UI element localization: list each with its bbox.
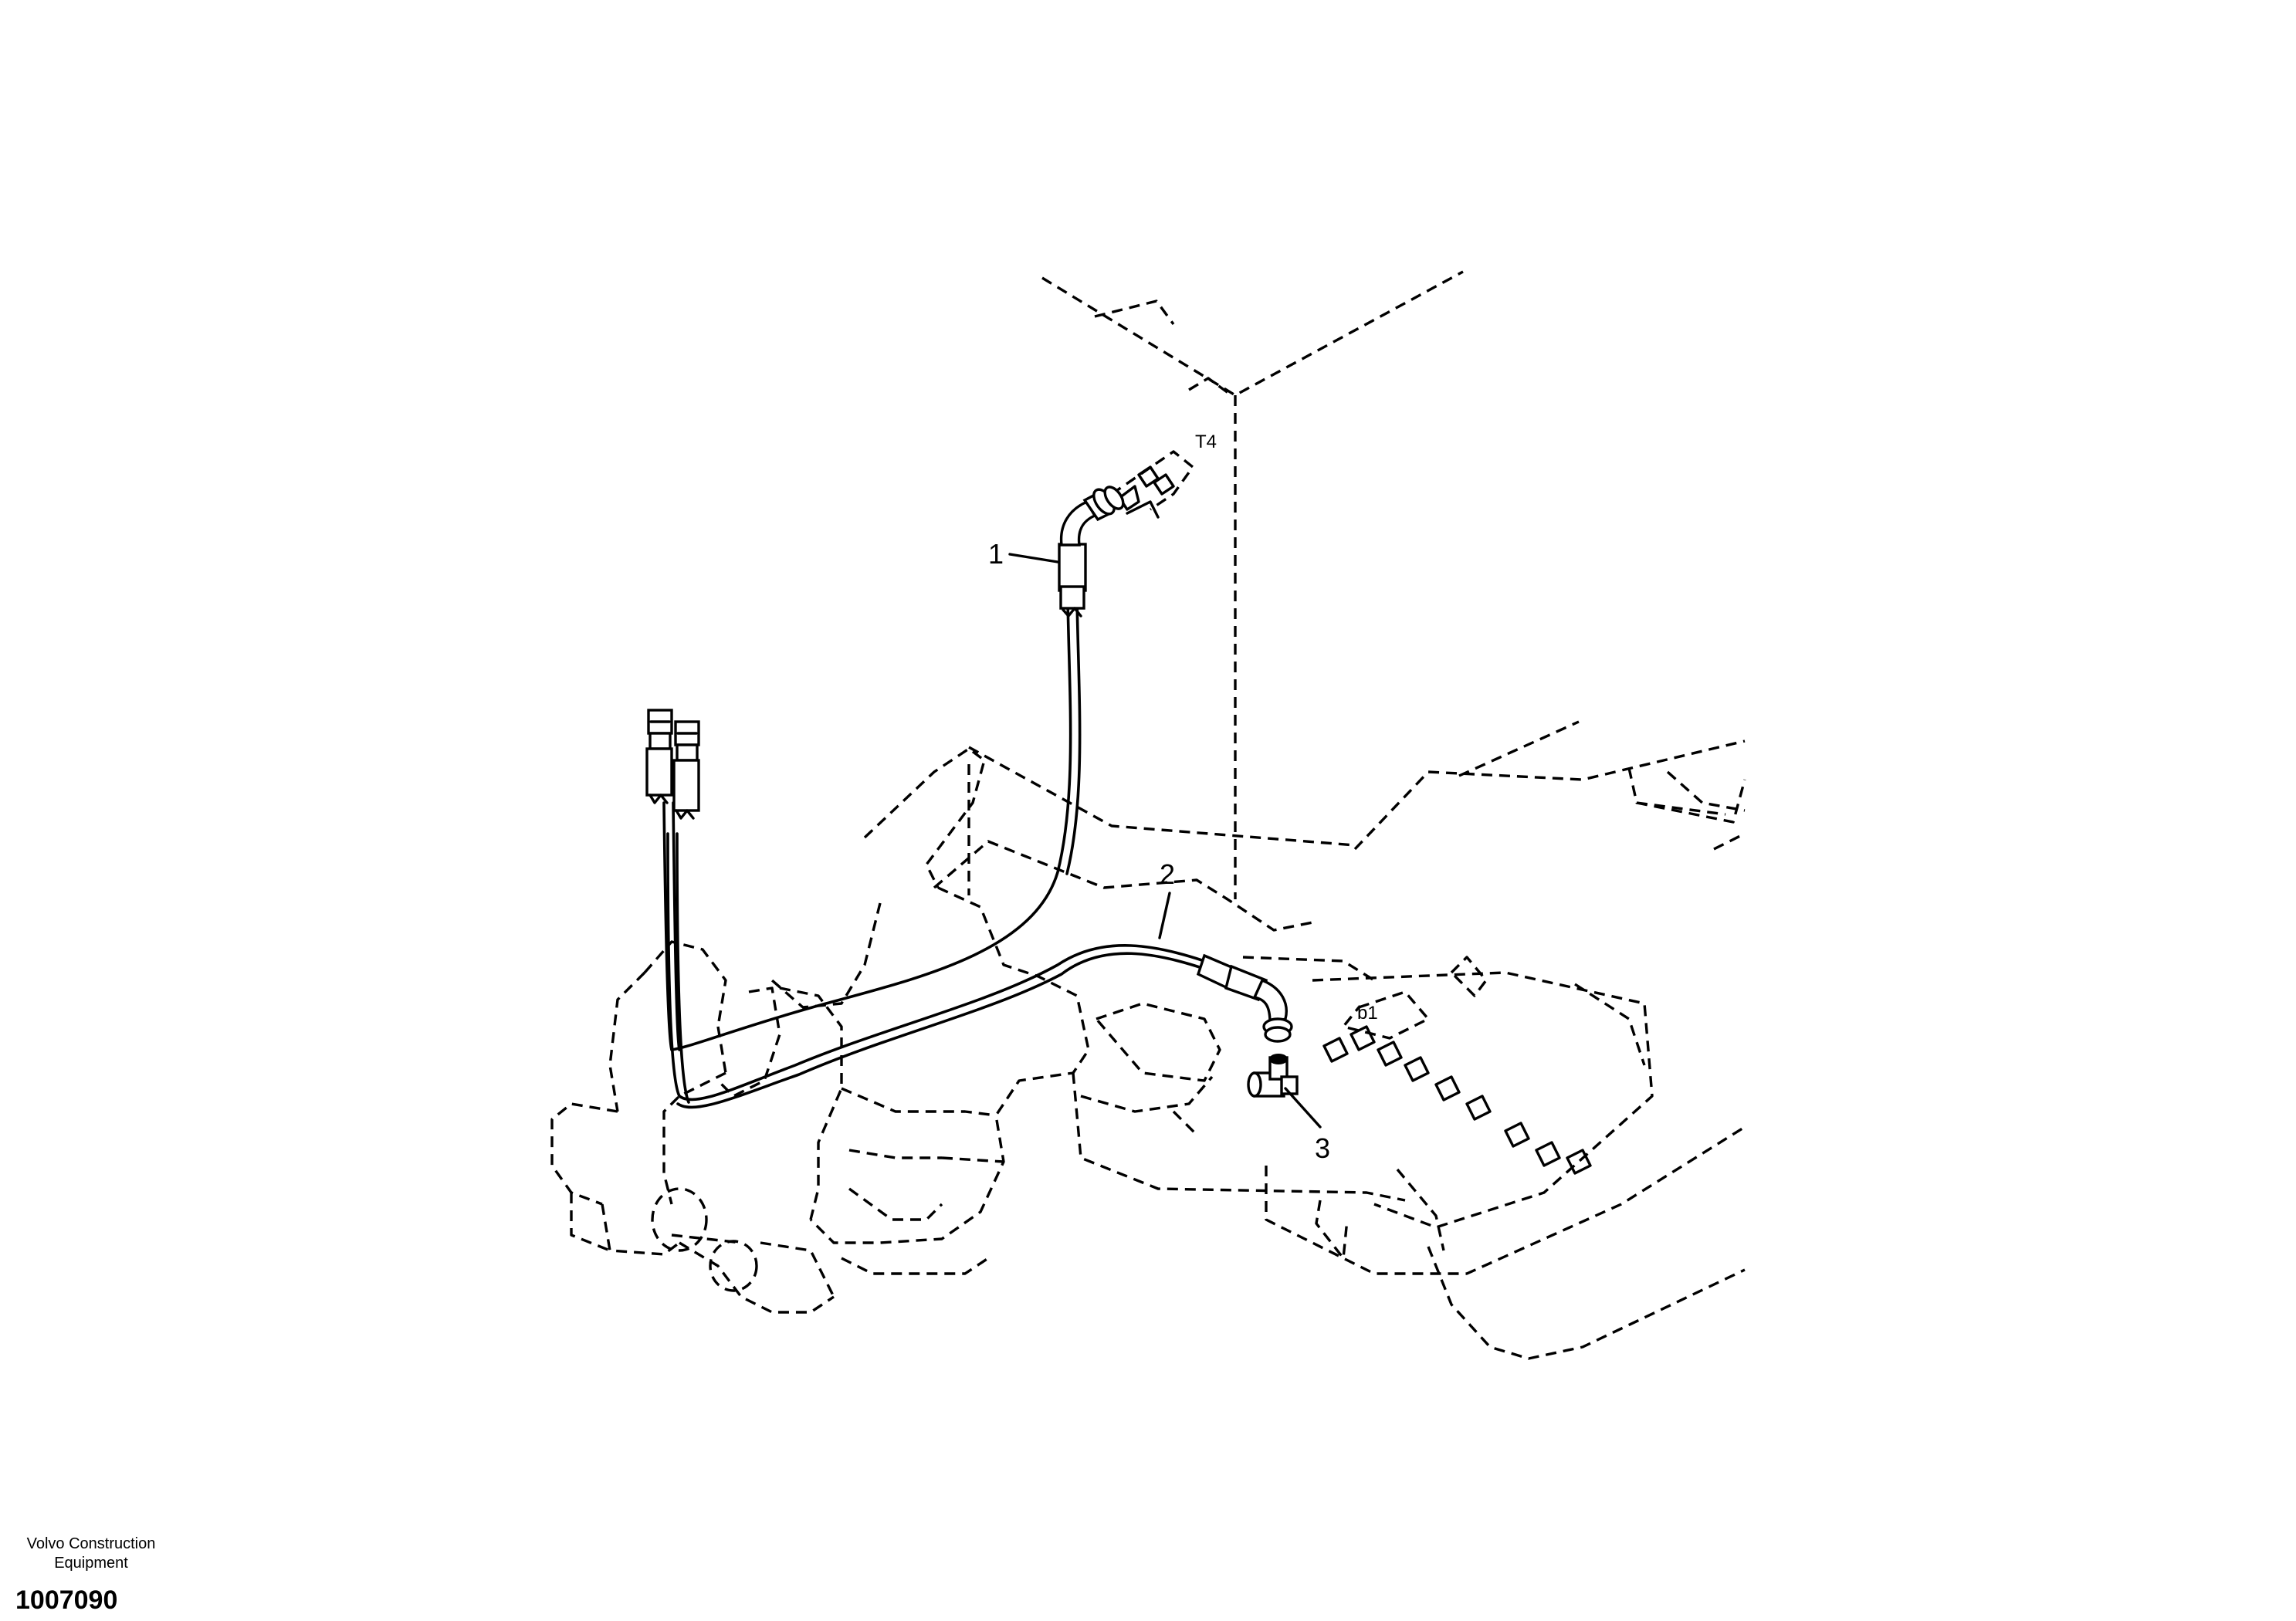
- hose-2: [666, 832, 1206, 1109]
- drawing-number: 1007090: [15, 1585, 118, 1615]
- callout-1: 1: [988, 538, 1004, 570]
- t4-port-fittings: [1118, 465, 1175, 519]
- brand-line: Volvo Construction: [26, 1535, 156, 1552]
- hose-1: [662, 597, 1082, 1051]
- machine-outline: [550, 270, 1746, 1360]
- leader-lines: [1008, 553, 1322, 1129]
- port-label-t4: T4: [1195, 431, 1217, 452]
- hose-1-end-fitting: [1058, 486, 1125, 618]
- callout-3: 3: [1315, 1132, 1330, 1164]
- b1-port-fittings: [1322, 1025, 1592, 1175]
- brand-line: Equipment: [54, 1555, 128, 1572]
- port-label-b1: b1: [1357, 1003, 1378, 1024]
- hose-end-fittings-left: [645, 709, 700, 820]
- hose-2-end-fitting: [1196, 953, 1293, 1043]
- tee-fitting: [1247, 1054, 1299, 1098]
- callout-2: 2: [1160, 858, 1175, 890]
